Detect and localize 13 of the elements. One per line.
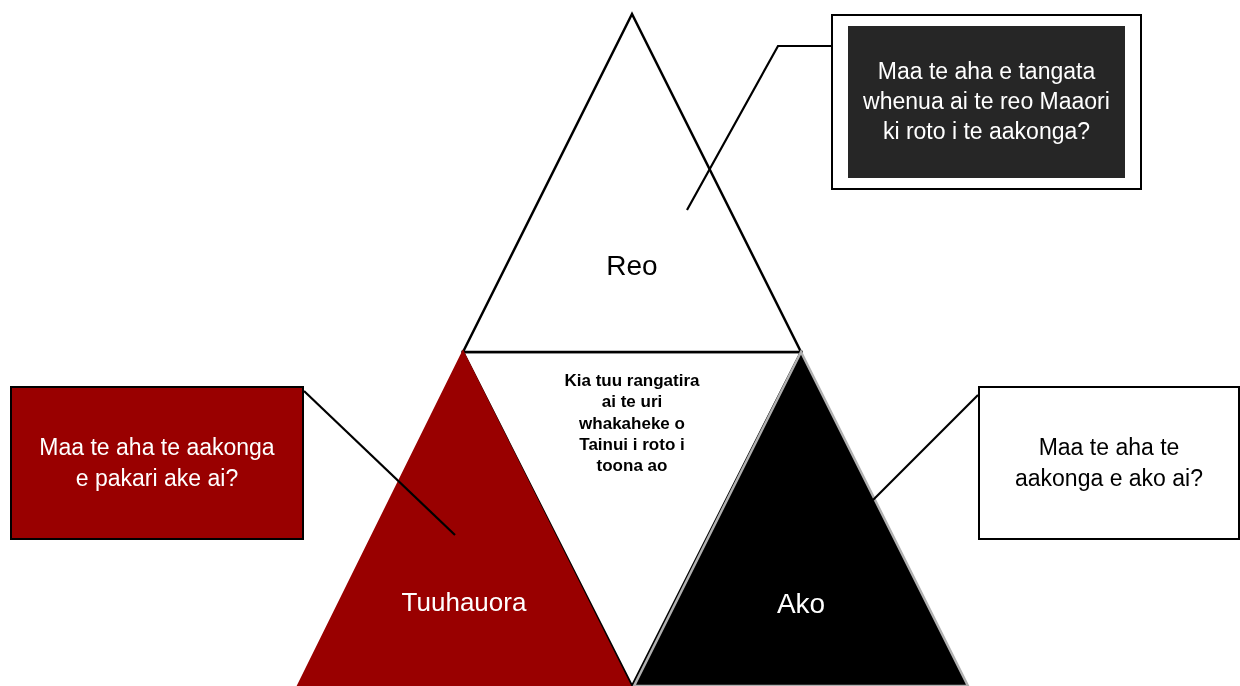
node-label: Reo (605, 249, 659, 283)
callout-text: Maa te aha e tangata whenua ai te reo Maaori ki roto i te aakonga? (862, 57, 1111, 146)
callout-box (978, 386, 1240, 540)
leader-line (686, 44, 831, 211)
callout-text: Maa te aha te aakonga e ako ai? (1014, 432, 1204, 493)
node-label: Kia tuu rangatira ai te uri whakaheke o Tainui i roto i toona ao (563, 370, 701, 477)
callout-text: Maa te aha te aakonga e pakari ake ai? (38, 432, 276, 493)
node-label: Ako (775, 587, 827, 621)
leader-line (303, 390, 456, 536)
callout-box (831, 14, 1142, 190)
callout-box (10, 386, 304, 540)
node-label: Tuuhauora (400, 586, 528, 619)
leader-line (872, 394, 979, 501)
